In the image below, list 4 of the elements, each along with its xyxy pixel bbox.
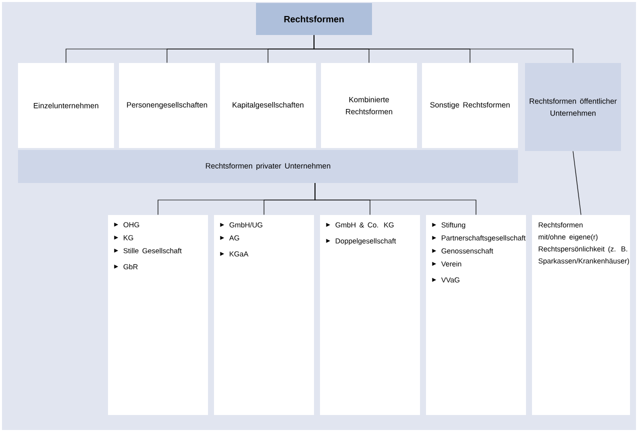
connector-line (572, 150, 582, 216)
connector-line (314, 182, 476, 216)
connector-line (314, 34, 574, 64)
title-box: Rechtsformen (256, 3, 372, 35)
